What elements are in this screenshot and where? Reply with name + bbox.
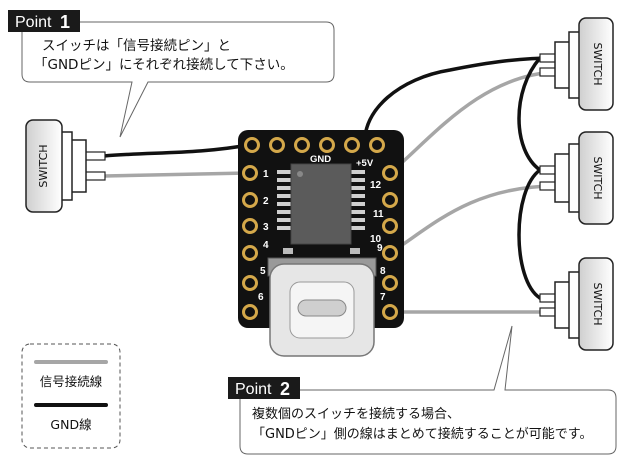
signal-wire-middle-right <box>388 184 558 255</box>
switch-right-bottom-label: SWITCH <box>591 282 604 325</box>
point2-badge-word: Point <box>235 381 272 398</box>
right-pin-row <box>382 165 398 320</box>
point1-text-line2: 「GNDピン」にそれぞれ接続して下さい。 <box>34 56 294 73</box>
point1-badge-word: Point <box>15 14 52 31</box>
switch-right-middle-label: SWITCH <box>591 156 604 199</box>
silk-left-pin: 2 <box>263 196 269 207</box>
point1-callout: Point 1 スイッチは「信号接続ピン」と 「GNDピン」にそれぞれ接続して下… <box>8 10 335 138</box>
silk-left-pin: 3 <box>263 222 269 233</box>
silk-left-pin: 6 <box>258 292 264 303</box>
legend-gnd-label: GND線 <box>50 417 92 432</box>
legend: 信号接続線 GND線 <box>21 343 121 449</box>
switch-right-top-label: SWITCH <box>591 42 604 85</box>
silk-right-pin: 11 <box>373 209 384 220</box>
point1-badge <box>8 10 80 32</box>
signal-wire-top-right <box>388 70 558 175</box>
gnd-wire-left <box>102 143 250 158</box>
switch-right-middle: SWITCH <box>539 131 614 225</box>
smd-component <box>283 248 293 254</box>
switch-left-label: SWITCH <box>37 144 50 187</box>
point2-text-line2: 「GNDピン」側の線はまとめて接続することが可能です。 <box>252 426 593 442</box>
smd-component <box>350 248 360 254</box>
silk-5v-label: +5V <box>356 158 374 169</box>
point2-text-line1: 複数個のスイッチを接続する場合、 <box>252 406 460 422</box>
usb-c-connector <box>267 257 377 357</box>
switch-left: SWITCH <box>25 119 106 213</box>
top-pin-row <box>244 137 385 153</box>
switch-right-top: SWITCH <box>539 17 614 111</box>
point1-text-line1: スイッチは「信号接続ピン」と <box>42 37 231 54</box>
switch-right-bottom: SWITCH <box>539 257 614 351</box>
silk-right-pin: 9 <box>377 243 383 254</box>
left-pin-row <box>242 165 258 320</box>
silk-right-pin: 12 <box>370 180 382 191</box>
gnd-wire-chain-1 <box>517 56 542 172</box>
legend-signal-label: 信号接続線 <box>40 374 103 389</box>
point2-badge-number: 2 <box>280 379 290 399</box>
silk-right-pin: 10 <box>370 234 382 245</box>
point2-callout: Point 2 複数個のスイッチを接続する場合、 「GNDピン」側の線はまとめて… <box>228 325 617 455</box>
ic-chip <box>277 163 365 245</box>
point2-badge <box>228 377 300 399</box>
signal-wire-left <box>102 171 250 178</box>
gnd-wire-top-right <box>363 56 558 147</box>
silk-left-pin: 5 <box>260 266 266 277</box>
silk-left-pin: 4 <box>263 240 269 251</box>
silk-right-pin: 8 <box>380 266 386 277</box>
microcontroller-board: GND +5V 1 2 3 4 5 6 12 11 10 9 8 7 <box>238 130 404 357</box>
gnd-wire-chain-2 <box>517 168 542 300</box>
silk-gnd-label: GND <box>310 154 331 165</box>
silk-right-pin: 7 <box>380 292 386 303</box>
silk-left-pin: 1 <box>263 169 269 180</box>
point1-badge-number: 1 <box>60 12 70 32</box>
